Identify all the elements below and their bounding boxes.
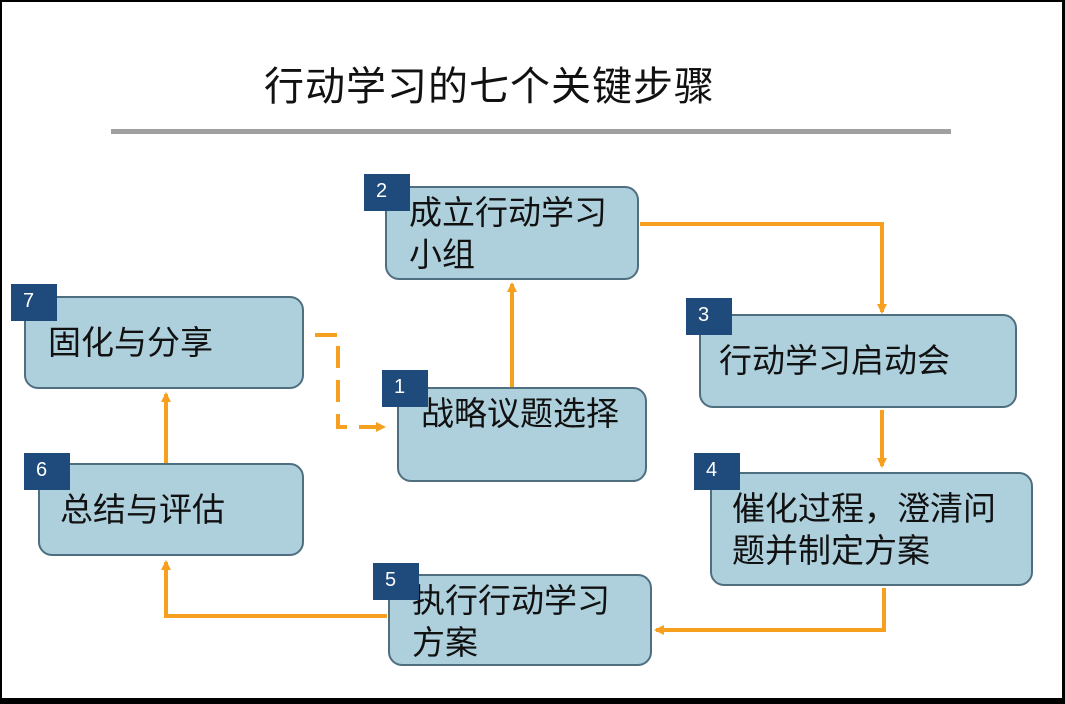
step-6-badge: 6 [24,453,70,490]
title-divider [111,129,951,134]
step-5-box[interactable]: 执行行动学习方案 [388,574,652,666]
connector-2-to-3 [640,222,887,314]
step-2-label: 成立行动学习小组 [409,193,607,274]
step-2-box[interactable]: 成立行动学习小组 [385,186,639,280]
step-3-box[interactable]: 行动学习启动会 [699,314,1017,408]
step-1-label: 战略议题选择 [421,394,619,433]
step-1-badge: 1 [382,370,428,407]
step-6-box[interactable]: 总结与评估 [38,463,304,556]
step-4-box[interactable]: 催化过程，澄清问题并制定方案 [710,472,1033,586]
step-4-label: 催化过程，澄清问题并制定方案 [732,489,996,570]
step-7-label: 固化与分享 [48,323,213,362]
connector-4-to-5 [654,588,886,635]
step-3-label: 行动学习启动会 [719,341,950,380]
step-7-box[interactable]: 固化与分享 [24,296,304,389]
step-4-badge: 4 [694,453,740,490]
step-2-badge: 2 [364,174,410,211]
step-6-label: 总结与评估 [60,490,225,529]
step-5-badge: 5 [373,563,419,600]
step-3-badge: 3 [686,298,732,335]
step-1-box[interactable]: 战略议题选择 [397,387,647,482]
connector-5-to-6 [161,560,387,618]
step-7-badge: 7 [11,284,57,321]
step-5-label: 执行行动学习方案 [412,581,610,662]
slide-title: 行动学习的七个关键步骤 [264,64,715,110]
connector-7-to-1 [315,333,386,432]
